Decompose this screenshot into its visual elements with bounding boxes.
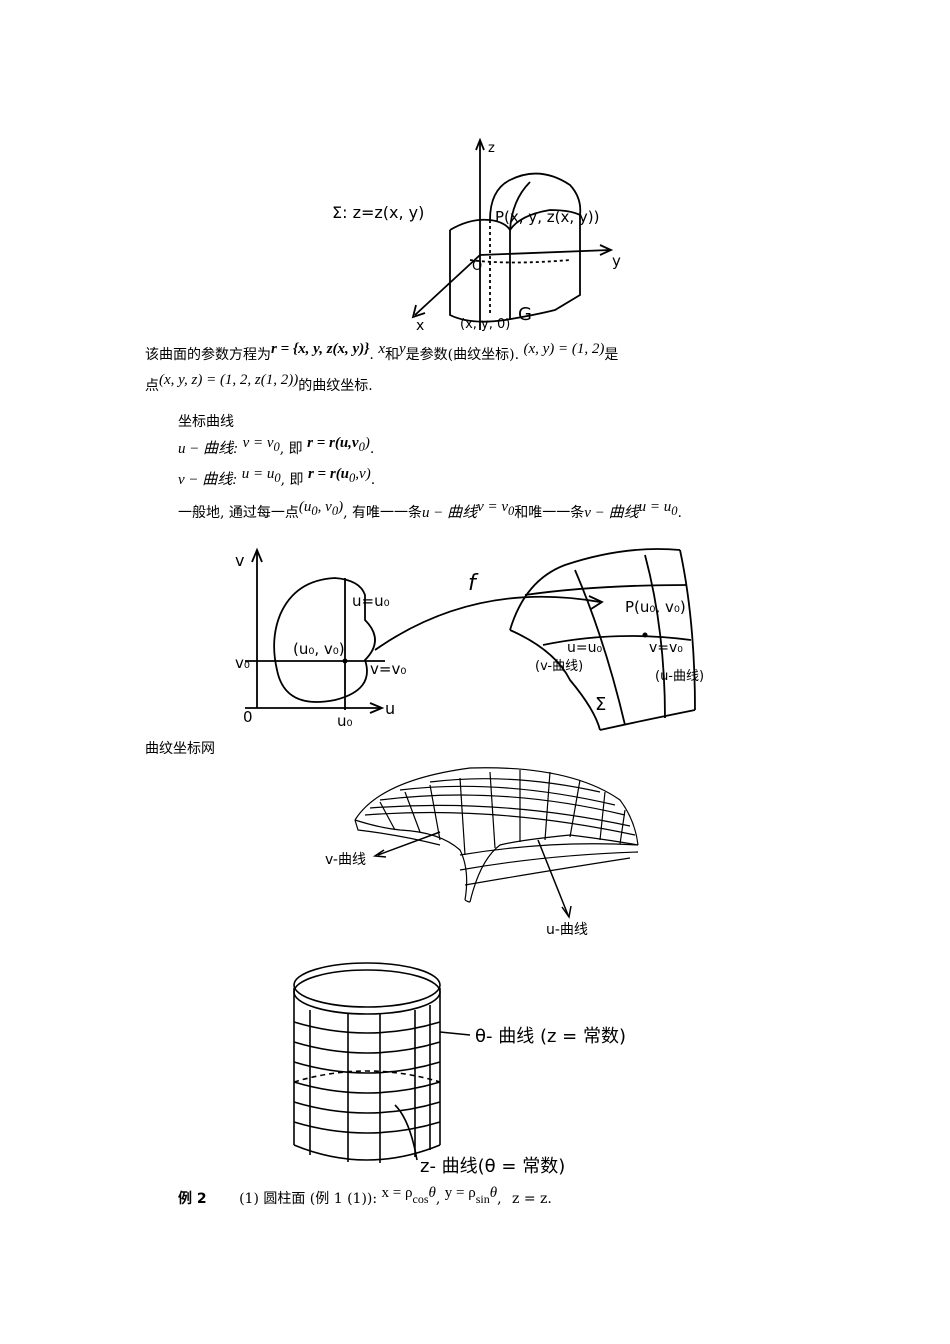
u-curve-line: u − 曲线: v = v0, 即 r = r(u,v0). [178,435,375,462]
origin-label: O [472,259,482,274]
right-v-eq-label: v=v₀ [649,640,683,656]
example-text: (1) 圆柱面 (例 1 (1)): [239,1191,378,1207]
surface-label: Σ: z=z(x, y) [332,203,424,222]
y-expression: y = ρsinθ [444,1185,498,1206]
coord-heading: 坐标曲线 [178,414,234,430]
net-caption: 曲纹坐标网 [145,741,215,757]
x-axis-label: x [416,318,424,334]
text: , 有唯一一条 [343,505,422,521]
math-y: y [399,341,406,357]
math: u = u0 [241,466,281,485]
text: . [369,347,374,363]
v0-label: v₀ [235,654,250,672]
math: v = v0 [242,435,280,454]
general-statement: 一般地, 通过每一点(u0, v0), 有唯一一条u − 曲线v = v0和唯一… [178,499,682,526]
u-axis-label: u [385,699,395,718]
map-f-label: f [468,571,479,596]
math: v = v0 [477,499,515,518]
math: r = r(u0,v) [307,466,371,485]
text: 点 [145,378,159,394]
figure-surface-over-region: Σ: z=z(x, y) P(x, y, z(x, y)) G z y x O … [332,137,621,334]
right-u-eq-label: u=u₀ [567,640,602,656]
u-curve-label: u-曲线 [546,922,588,938]
math-xyz: (x, y, z) = (1, 2, z(1, 2)) [159,372,299,388]
text: , [435,1191,441,1207]
u0-label: u₀ [337,712,353,730]
math: v − 曲线 [584,505,639,521]
text: v − 曲线: [178,472,238,488]
y-axis-label: y [612,252,621,270]
text: , 即 [279,441,303,457]
text: 是参数(曲纹坐标). [405,347,520,363]
text: 该曲面的参数方程为 [145,347,271,363]
v-axis-label: v [235,551,244,570]
v-curve-line: v − 曲线: u = u0, 即 r = r(u0,v). [178,466,376,493]
param-equation-line2: 点(x, y, z) = (1, 2, z(1, 2))的曲纹坐标. [145,372,373,395]
base-point-label: (x, y, 0) [460,317,510,332]
figure-mapping: v u 0 v₀ u₀ u=u₀ v=v₀ (u₀, v₀) f P(u₀, v… [235,547,704,731]
P-label: P(u₀, v₀) [625,598,686,616]
point-label: P(x, y, z(x, y)) [495,208,599,226]
text: 和 [385,347,399,363]
sigma-label: Σ [595,694,606,715]
text: . [369,441,375,457]
text: 是 [604,347,619,363]
v-eq-label: v=v₀ [370,660,406,678]
text: , [497,1191,502,1207]
z-curve-label: z- 曲线(θ = 常数) [420,1156,565,1177]
z-axis-label: z [488,141,495,156]
text: u − 曲线: [178,441,239,457]
example-title: 例 2 [178,1191,207,1207]
math-x: x [378,341,385,357]
example-2: 例 2 (1) 圆柱面 (例 1 (1)): x = ρcosθ, y = ρs… [178,1185,552,1208]
math-xy: (x, y) = (1, 2) [523,341,605,357]
text: , 即 [280,472,304,488]
figure-coordinate-net: v-曲线 u-曲线 [325,767,639,938]
text: . [677,505,682,521]
v-curve-label: v-曲线 [325,852,366,868]
text: 一般地, 通过每一点 [178,505,299,521]
text: 的曲纹坐标. [298,378,373,394]
point-label: (u₀, v₀) [293,640,345,658]
u-curve-label: (u-曲线) [655,669,704,684]
figure-cylinder: θ- 曲线 (z = 常数) z- 曲线(θ = 常数) [293,962,626,1177]
math: u = u0 [638,499,678,518]
math: (u0, v0) [298,499,344,518]
math: r = r(u,v0) [307,435,370,454]
text: 和唯一一条 [514,505,585,521]
u-eq-label: u=u₀ [352,592,390,610]
theta-curve-label: θ- 曲线 (z = 常数) [475,1026,626,1047]
math-r: r = {x, y, z(x, y)} [271,341,370,357]
region-label: G [518,304,532,325]
v-curve-label: (v-曲线) [535,659,583,674]
math: u − 曲线 [421,505,478,521]
x-expression: x = ρcosθ [381,1185,436,1206]
origin-label: 0 [243,708,253,726]
z-expression: z = z. [512,1191,552,1207]
param-equation-line1: 该曲面的参数方程为r = {x, y, z(x, y)}. x和y是参数(曲纹坐… [145,341,619,364]
text: . [370,472,376,488]
